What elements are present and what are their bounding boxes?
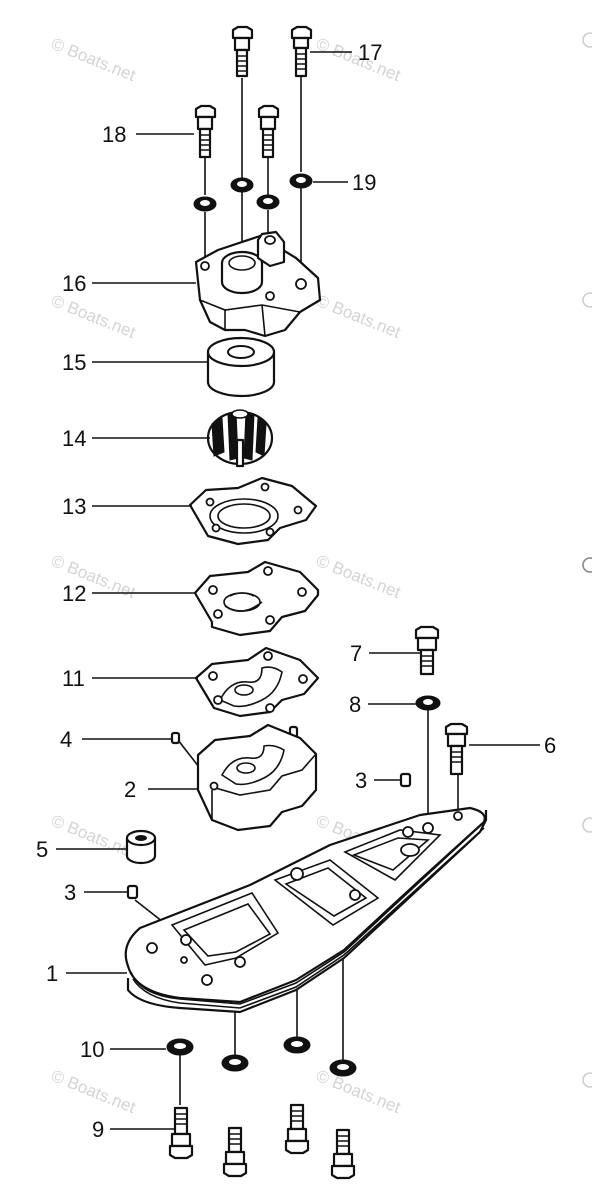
bolt-9 <box>222 1126 248 1178</box>
bolt-7 <box>414 625 440 676</box>
callout-2: 2 <box>124 777 136 802</box>
callout-3: 3 <box>64 880 76 905</box>
callout-17: 17 <box>358 40 382 65</box>
watermark-text: © Boats.net <box>49 1066 139 1117</box>
callout-16: 16 <box>62 271 86 296</box>
callout-3: 3 <box>355 768 367 793</box>
wear-plate-12 <box>193 560 320 637</box>
bolt-18 <box>194 104 217 159</box>
bushing-5 <box>125 829 157 865</box>
bolt-9 <box>330 1128 356 1180</box>
gasket-11 <box>194 646 320 718</box>
bolt-17 <box>231 25 254 78</box>
adapter-plate-2 <box>196 723 318 832</box>
callout-7: 7 <box>350 641 362 666</box>
callout-14: 14 <box>62 426 86 451</box>
watermark-text: © Boats.net <box>49 811 139 862</box>
callout-labels: 17 18 19 16 15 14 13 12 7 11 8 4 6 3 2 5… <box>36 40 556 1142</box>
washer-10 <box>166 1036 357 1077</box>
callout-19: 19 <box>352 170 376 195</box>
pump-insert-15 <box>206 336 276 398</box>
watermark-text: © Boats.net <box>314 1066 404 1117</box>
callout-6: 6 <box>544 733 556 758</box>
watermark-text: © Boats.net <box>314 551 404 602</box>
watermark-text: © Boats.net <box>49 291 139 342</box>
callout-8: 8 <box>349 692 361 717</box>
washer-8 <box>415 695 441 711</box>
leader-lines <box>56 51 540 1130</box>
callout-18: 18 <box>102 122 126 147</box>
bolt-9 <box>168 1106 194 1160</box>
callout-5: 5 <box>36 837 48 862</box>
washer-19 <box>193 173 313 212</box>
pump-housing-16 <box>194 230 322 338</box>
callout-9: 9 <box>92 1117 104 1142</box>
bolt-17 <box>290 25 313 78</box>
watermark-text: © Boats.net <box>49 34 139 85</box>
gasket-13 <box>188 476 318 546</box>
pin-3 <box>126 772 412 900</box>
impeller-14 <box>206 409 274 468</box>
callout-15: 15 <box>62 350 86 375</box>
bolt-18 <box>257 104 280 159</box>
callout-4: 4 <box>60 727 72 752</box>
callout-13: 13 <box>62 494 86 519</box>
callout-10: 10 <box>80 1037 104 1062</box>
bolt-9 <box>284 1103 310 1155</box>
callout-12: 12 <box>62 581 86 606</box>
base-plate-1 <box>124 806 488 1014</box>
callout-11: 11 <box>62 666 85 691</box>
callout-1: 1 <box>46 961 58 986</box>
watermark-text: © Boats.net <box>314 291 404 342</box>
bolt-6 <box>444 722 469 776</box>
